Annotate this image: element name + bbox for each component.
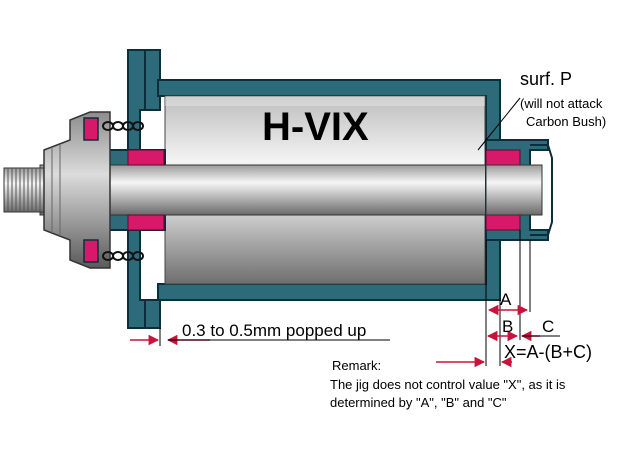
left-seal-top (83, 117, 99, 141)
right-carbon-bush-bottom (485, 214, 521, 231)
surface-label: surf. P (520, 69, 572, 89)
spring-bottom (102, 251, 144, 261)
product-name: H-VIX (262, 105, 369, 149)
popup-dimension (130, 328, 390, 346)
left-flange (127, 49, 161, 329)
formula-label: X=A-(B+C) (504, 342, 592, 362)
dimension-a-label: A (500, 290, 512, 309)
shaft (3, 164, 501, 216)
surface-pointer (477, 97, 521, 151)
remark-title: Remark: (332, 358, 381, 373)
remark-line1: The jig does not control value "X", as i… (330, 377, 566, 392)
left-seal-bottom (83, 239, 99, 263)
remark-line2: determined by "A", "B" and "C" (330, 395, 507, 410)
surface-note-line1: (will not attack (520, 96, 603, 111)
right-shaft-stub (485, 164, 543, 216)
spring-top (102, 121, 144, 131)
threaded-end (3, 167, 45, 213)
left-carbon-bush-bottom (127, 214, 165, 231)
pulley (43, 111, 111, 269)
surface-note-line2: Carbon Bush) (526, 114, 606, 129)
dimension-b-label: B (502, 317, 513, 336)
dimension-c-label: C (542, 317, 554, 336)
popup-label: 0.3 to 0.5mm popped up (182, 321, 366, 340)
left-carbon-bush-top (127, 149, 165, 166)
right-carbon-bush-top (485, 149, 521, 166)
